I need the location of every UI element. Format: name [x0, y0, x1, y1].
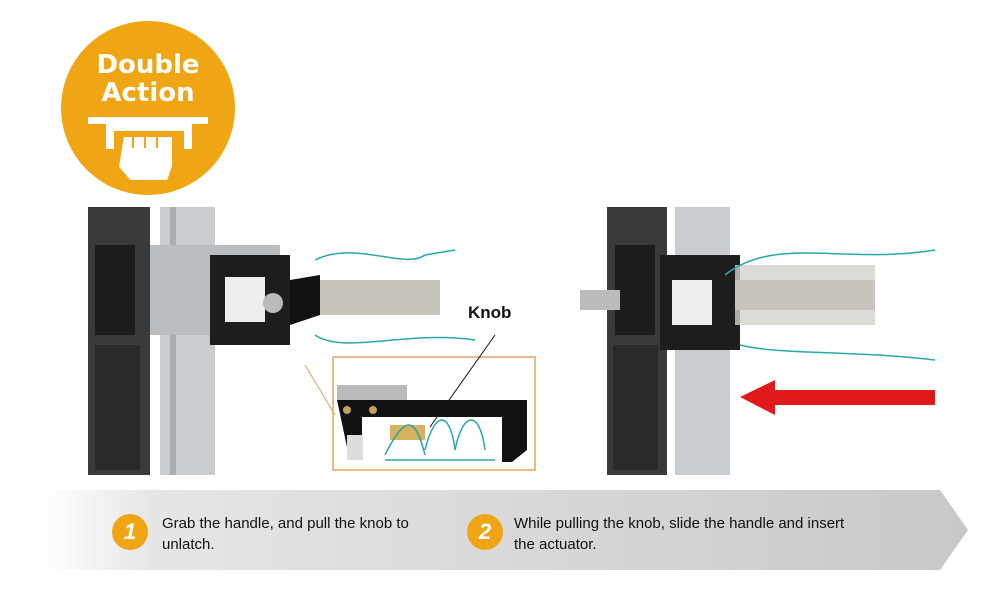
step-1-line2: unlatch.	[162, 536, 215, 553]
step-1-number: 1	[112, 514, 148, 550]
step-2-number: 2	[467, 514, 503, 550]
step-1-text: Grab the handle, and pull the knob to un…	[162, 513, 409, 555]
step-2-text: While pulling the knob, slide the handle…	[514, 513, 844, 555]
slide-direction-arrow	[740, 380, 935, 415]
badge-title-line1: Double	[96, 50, 200, 80]
step-2-line2: the actuator.	[514, 536, 597, 553]
badge-title-line2: Action	[101, 78, 195, 108]
knob-callout-label: Knob	[468, 303, 512, 322]
insert-actuator-photo	[580, 207, 936, 475]
double-action-badge: Double Action	[61, 21, 235, 195]
hand-pulling-handle-icon	[88, 117, 208, 182]
step-1-line1: Grab the handle, and pull the knob to	[162, 515, 409, 532]
steps-banner-background	[40, 490, 968, 570]
unlatch-photo	[88, 207, 536, 475]
step-2-line1: While pulling the knob, slide the handle…	[514, 515, 845, 532]
